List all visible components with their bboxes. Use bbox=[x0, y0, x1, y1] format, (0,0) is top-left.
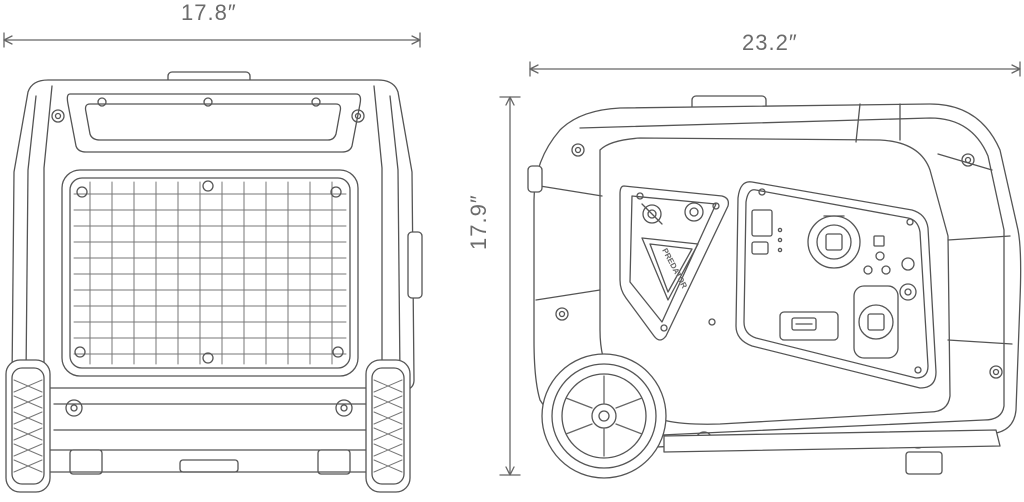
front-width-label: 17.8″ bbox=[181, 0, 237, 25]
height-dimension-line bbox=[499, 96, 521, 476]
generator-front-view bbox=[5, 71, 423, 493]
side-width-label: 23.2″ bbox=[742, 30, 798, 55]
front-width-dimension-line bbox=[3, 32, 421, 48]
generator-side-view: PREDATOR bbox=[527, 95, 1022, 479]
height-label: 17.9″ bbox=[466, 194, 491, 250]
side-width-dimension-line bbox=[529, 61, 1021, 77]
